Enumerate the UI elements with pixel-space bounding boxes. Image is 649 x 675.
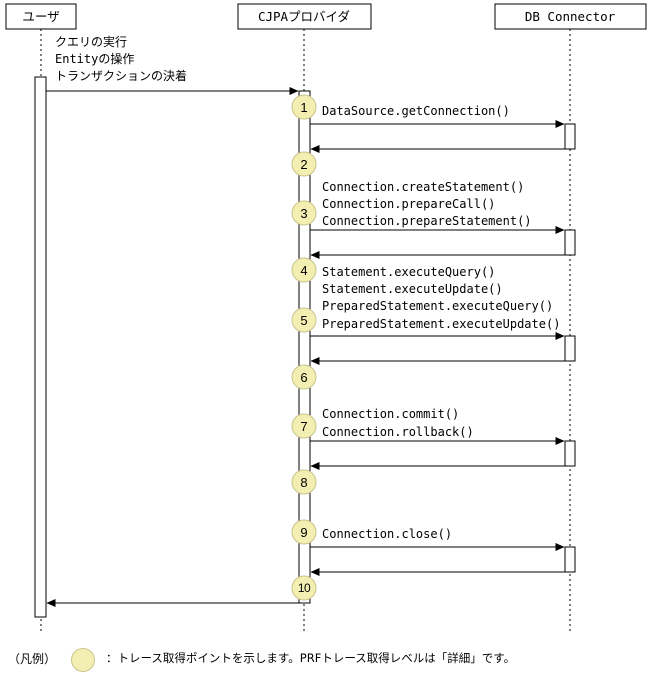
- legend-text: ：トレース取得ポイントを示します。PRFトレース取得レベルは「詳細」です。: [106, 651, 516, 665]
- call-label-prepare-call: Connection.prepareCall(): [322, 197, 495, 211]
- legend-trace-point-icon: [71, 648, 95, 672]
- call-label-prepared-execute-query: PreparedStatement.executeQuery(): [322, 299, 553, 313]
- trace-point-5: 5: [291, 307, 317, 333]
- trace-point-6-label: 6: [300, 370, 307, 385]
- participant-db: DB Connector: [494, 3, 647, 30]
- trace-point-3-label: 3: [300, 206, 307, 221]
- trace-point-5-label: 5: [300, 313, 307, 328]
- call-label-commit: Connection.commit(): [322, 407, 459, 421]
- trace-point-7: 7: [291, 413, 317, 439]
- db-activation-4: [564, 440, 576, 467]
- trace-point-7-label: 7: [300, 419, 307, 434]
- trace-point-1: 1: [291, 94, 317, 120]
- trace-point-9-label: 9: [300, 525, 307, 540]
- provider-activation: [298, 90, 311, 604]
- call-label-prepared-execute-update: PreparedStatement.executeUpdate(): [322, 317, 560, 331]
- participant-user-label: ユーザ: [22, 9, 59, 24]
- trace-point-8-label: 8: [300, 475, 307, 490]
- legend: （凡例） ：トレース取得ポイントを示します。PRFトレース取得レベルは「詳細」で…: [8, 648, 648, 672]
- legend-prefix: （凡例）: [8, 652, 57, 666]
- participant-provider-label: CJPAプロバイダ: [258, 9, 350, 24]
- call-label-prepare-statement: Connection.prepareStatement(): [322, 214, 532, 228]
- call-label-close: Connection.close(): [322, 527, 452, 541]
- call-label-statement-execute-update: Statement.executeUpdate(): [322, 282, 503, 296]
- db-activation-5: [564, 546, 576, 573]
- trace-point-10-label: 10: [298, 581, 311, 595]
- trace-point-2: 2: [291, 151, 317, 177]
- trace-point-8: 8: [291, 469, 317, 495]
- participant-user: ユーザ: [5, 3, 77, 30]
- trace-point-1-label: 1: [300, 100, 307, 115]
- user-action-query: クエリの実行: [55, 34, 127, 49]
- call-label-rollback: Connection.rollback(): [322, 425, 474, 439]
- trace-point-10: 10: [291, 575, 317, 601]
- participant-provider: CJPAプロバイダ: [237, 3, 372, 30]
- call-label-create-statement: Connection.createStatement(): [322, 180, 524, 194]
- user-action-transaction: トランザクションの決着: [55, 68, 187, 83]
- user-action-entity: Entityの操作: [55, 51, 134, 66]
- call-label-statement-execute-query: Statement.executeQuery(): [322, 265, 495, 279]
- db-activation-1: [564, 123, 576, 150]
- trace-point-3: 3: [291, 200, 317, 226]
- trace-point-4-label: 4: [300, 263, 307, 278]
- call-label-get-connection: DataSource.getConnection(): [322, 104, 510, 118]
- trace-point-2-label: 2: [300, 157, 307, 172]
- user-activation: [34, 76, 47, 618]
- trace-point-4: 4: [291, 257, 317, 283]
- participant-db-label: DB Connector: [525, 9, 616, 24]
- trace-point-6: 6: [291, 364, 317, 390]
- db-activation-3: [564, 335, 576, 362]
- db-activation-2: [564, 229, 576, 256]
- trace-point-9: 9: [291, 519, 317, 545]
